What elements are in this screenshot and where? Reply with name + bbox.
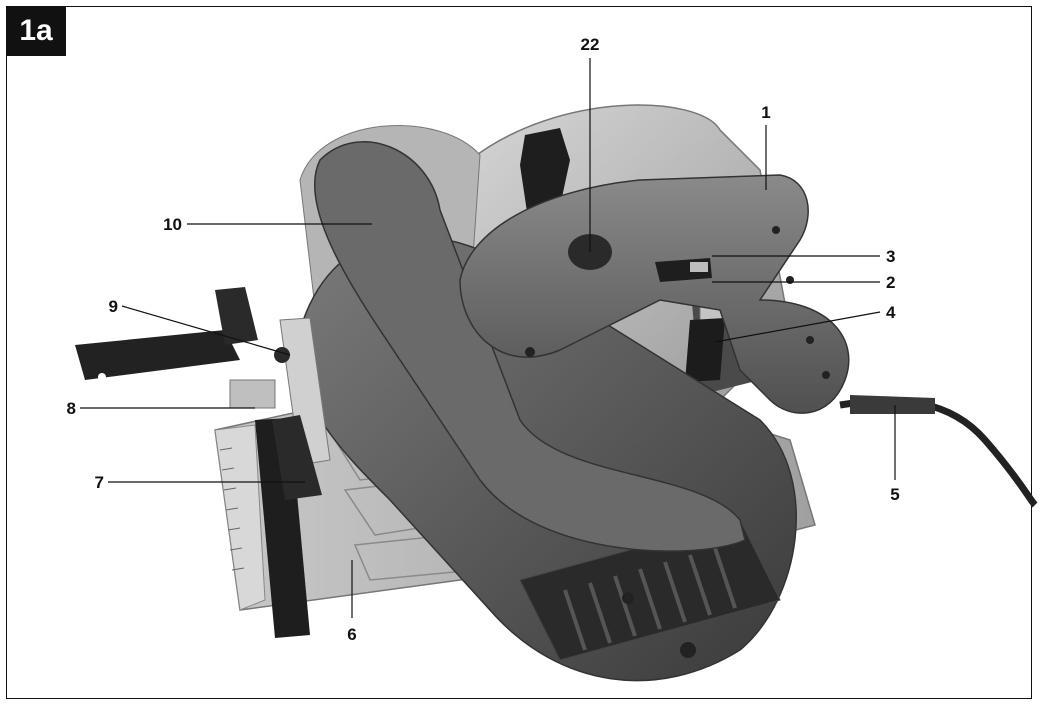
callout-4: 4 xyxy=(886,303,896,322)
figure-tag: 1a xyxy=(6,6,66,56)
leader-9 xyxy=(121,305,291,356)
callout-8: 8 xyxy=(67,399,76,418)
callout-5: 5 xyxy=(890,485,899,504)
callout-2: 2 xyxy=(886,273,895,292)
rear-handle xyxy=(459,174,850,414)
callout-labels: 22 1 10 3 2 9 4 8 7 5 6 xyxy=(67,35,900,644)
callout-1: 1 xyxy=(761,103,770,122)
front-handle xyxy=(313,141,746,552)
callout-6: 6 xyxy=(347,625,356,644)
callout-7: 7 xyxy=(95,473,104,492)
callout-9: 9 xyxy=(109,297,118,316)
callout-22: 22 xyxy=(581,35,600,54)
callout-3: 3 xyxy=(886,247,895,266)
callout-leaders xyxy=(80,58,896,618)
parallel-guide xyxy=(75,287,310,638)
bevel-adjustment xyxy=(229,317,331,500)
leader-4 xyxy=(714,311,881,343)
callout-10: 10 xyxy=(163,215,182,234)
power-cord xyxy=(839,395,1038,508)
